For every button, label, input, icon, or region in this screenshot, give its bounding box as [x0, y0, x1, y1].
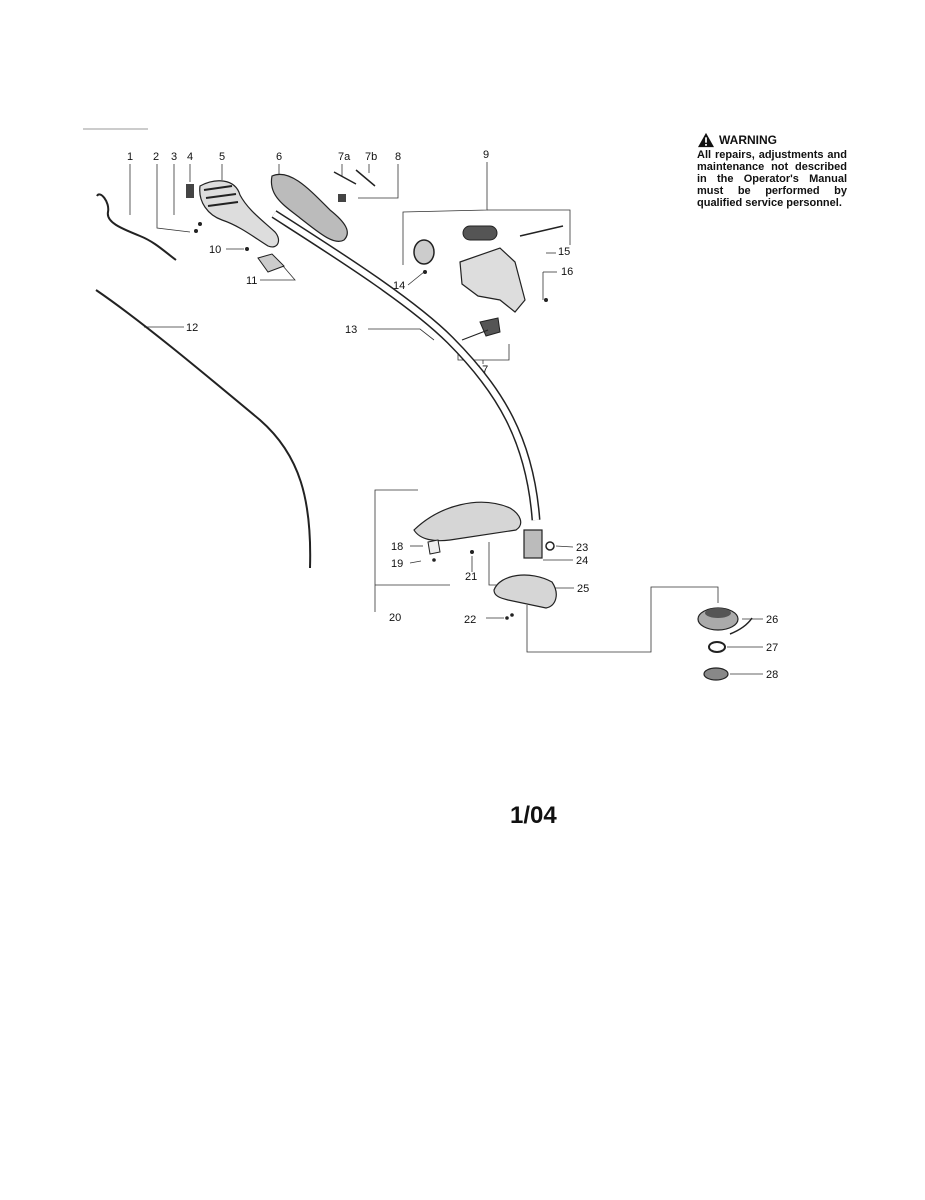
callout-26: 26: [766, 614, 778, 626]
part-10-screw: [245, 247, 249, 251]
part-28-nut: [703, 667, 729, 681]
part-20-guard: [413, 501, 522, 542]
part-23-washer: [545, 541, 555, 551]
part-4-trigger: [186, 184, 194, 198]
callout-10: 10: [209, 244, 221, 256]
part-8-nut: [338, 194, 346, 202]
part-22-screw: [505, 616, 509, 620]
page-date: 1/04: [510, 802, 557, 829]
callout-8: 8: [395, 151, 401, 163]
part-25-shield: [493, 574, 557, 609]
part-15-bolt: [519, 225, 564, 237]
callout-28: 28: [766, 669, 778, 681]
part-9-grip: [462, 225, 498, 241]
callout-25: 25: [577, 583, 589, 595]
callout-3: 3: [171, 151, 177, 163]
callout-24: 24: [576, 555, 588, 567]
part-3-screw: [198, 222, 202, 226]
part-11-clamp: [257, 253, 285, 273]
part-14-washer: [423, 270, 427, 274]
part-17-wing-knob: [479, 317, 501, 337]
callout-18: 18: [391, 541, 403, 553]
callout-14: 14: [393, 280, 405, 292]
part-17-screw: [461, 329, 489, 341]
warning-text: All repairs, adjustments and maintenance…: [697, 149, 847, 209]
part-14-knob: [413, 239, 435, 265]
part-27-washer: [708, 641, 726, 653]
callout-7b: 7b: [365, 151, 377, 163]
callout-20: 20: [389, 612, 401, 624]
callout-1: 1: [127, 151, 133, 163]
callout-16: 16: [561, 266, 573, 278]
callout-4: 4: [187, 151, 193, 163]
warning-box: WARNING All repairs, adjustments and mai…: [697, 132, 847, 209]
callout-2: 2: [153, 151, 159, 163]
callout-6: 6: [276, 151, 282, 163]
part-18-clip: [427, 539, 441, 555]
leader-lines: [129, 162, 763, 675]
callout-22: 22: [464, 614, 476, 626]
part-6-housing: [270, 173, 348, 242]
part-22-screw-b: [510, 613, 514, 617]
part-9-handle-bracket: [459, 247, 526, 313]
callout-13: 13: [345, 324, 357, 336]
part-7b-screw: [355, 169, 376, 187]
part-1-throttle-cable: [96, 193, 177, 261]
callout-12: 12: [186, 322, 198, 334]
callout-9: 9: [483, 149, 489, 161]
part-16-nut: [544, 298, 548, 302]
trimmer-line: [729, 617, 753, 635]
handle-grip-ridges: [203, 185, 239, 207]
callout-11: 11: [246, 275, 257, 287]
callout-27: 27: [766, 642, 778, 654]
trimmer-head-top: [705, 608, 731, 618]
part-19-screw: [432, 558, 436, 562]
warning-heading-row: WARNING: [697, 132, 847, 148]
warning-heading: WARNING: [719, 133, 777, 147]
part-7a-screw: [333, 171, 357, 185]
warning-triangle-icon: [698, 132, 714, 148]
callout-23: 23: [576, 542, 588, 554]
part-5-handle: [199, 180, 280, 248]
callout-19: 19: [391, 558, 403, 570]
part-12-drive-shaft: [95, 289, 312, 569]
callout-15: 15: [558, 246, 570, 258]
callout-5: 5: [219, 151, 225, 163]
part-2-screw: [194, 229, 198, 233]
part-gearhead: [523, 529, 543, 559]
callout-labels: 1 2 3 4 5 6 7a 7b 8 9 10 11 12 13 14 15 …: [127, 149, 778, 681]
callout-7a: 7a: [338, 151, 351, 163]
callout-21: 21: [465, 571, 477, 583]
part-21-screw: [470, 550, 474, 554]
